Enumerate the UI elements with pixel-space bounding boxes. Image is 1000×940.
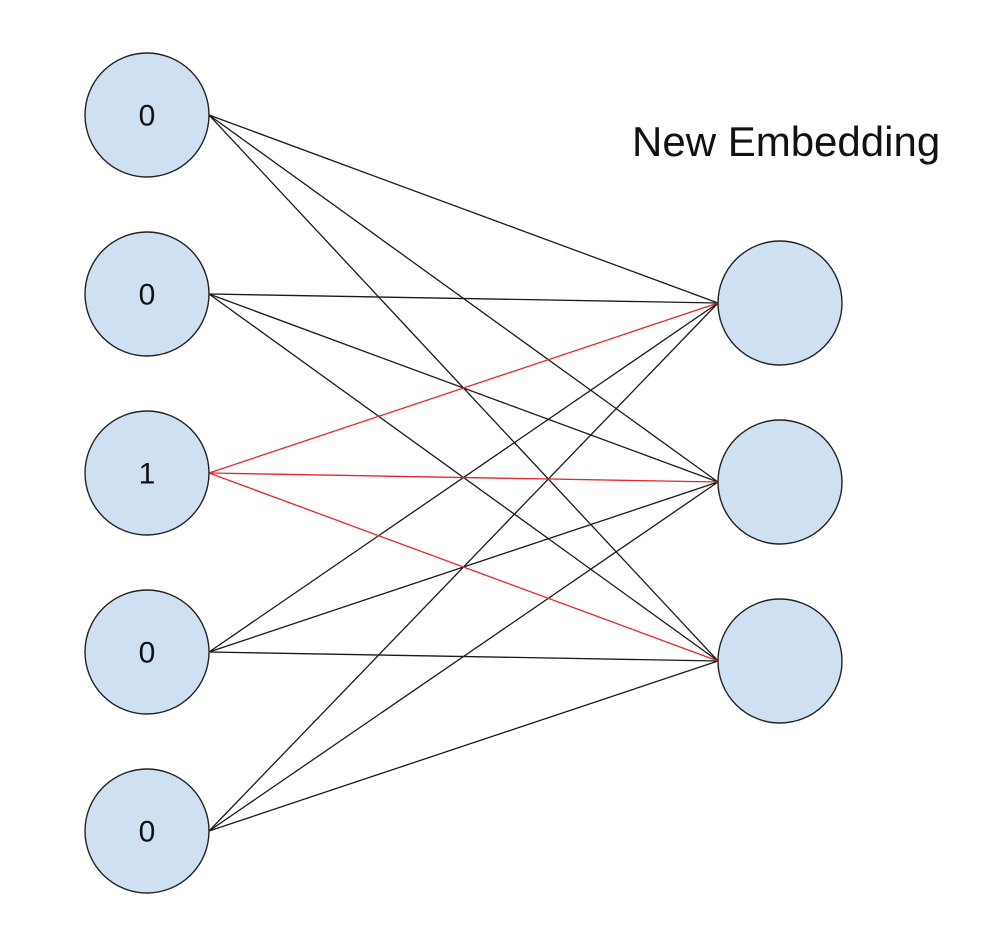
- input-node-0-value: 0: [139, 100, 156, 133]
- input-node-4-circle: [84, 768, 210, 894]
- input-node-1-circle: [84, 231, 210, 357]
- nodes-layer: 0 0 1 0 0: [84, 52, 843, 894]
- highlighted-edge-in2-out2: [208, 472, 719, 662]
- input-node-4: 0: [84, 768, 210, 894]
- output-node-0-circle: [717, 240, 843, 366]
- input-node-0: 0: [84, 52, 210, 178]
- input-node-3-circle: [84, 589, 210, 715]
- output-node-0: [717, 240, 843, 366]
- edge-in0-out0: [208, 114, 719, 304]
- input-node-1: 0: [84, 231, 210, 357]
- input-node-3-value: 0: [139, 637, 156, 670]
- input-node-3: 0: [84, 589, 210, 715]
- input-node-4-value: 0: [139, 816, 156, 849]
- edge-in4-out1: [208, 481, 719, 832]
- output-node-1-circle: [717, 419, 843, 545]
- edge-in4-out2: [208, 660, 719, 832]
- edges-layer: [208, 114, 719, 832]
- input-node-0-circle: [84, 52, 210, 178]
- input-node-2-circle: [84, 410, 210, 536]
- diagram-title: New Embedding: [632, 118, 941, 165]
- input-node-2: 1: [84, 410, 210, 536]
- input-node-1-value: 0: [139, 279, 156, 312]
- input-node-2-value: 1: [139, 458, 156, 491]
- output-node-2: [717, 598, 843, 724]
- highlighted-edge-in2-out1: [208, 472, 719, 483]
- edge-in1-out0: [208, 293, 719, 304]
- output-node-1: [717, 419, 843, 545]
- highlighted-edge-in2-out0: [208, 302, 719, 474]
- output-node-2-circle: [717, 598, 843, 724]
